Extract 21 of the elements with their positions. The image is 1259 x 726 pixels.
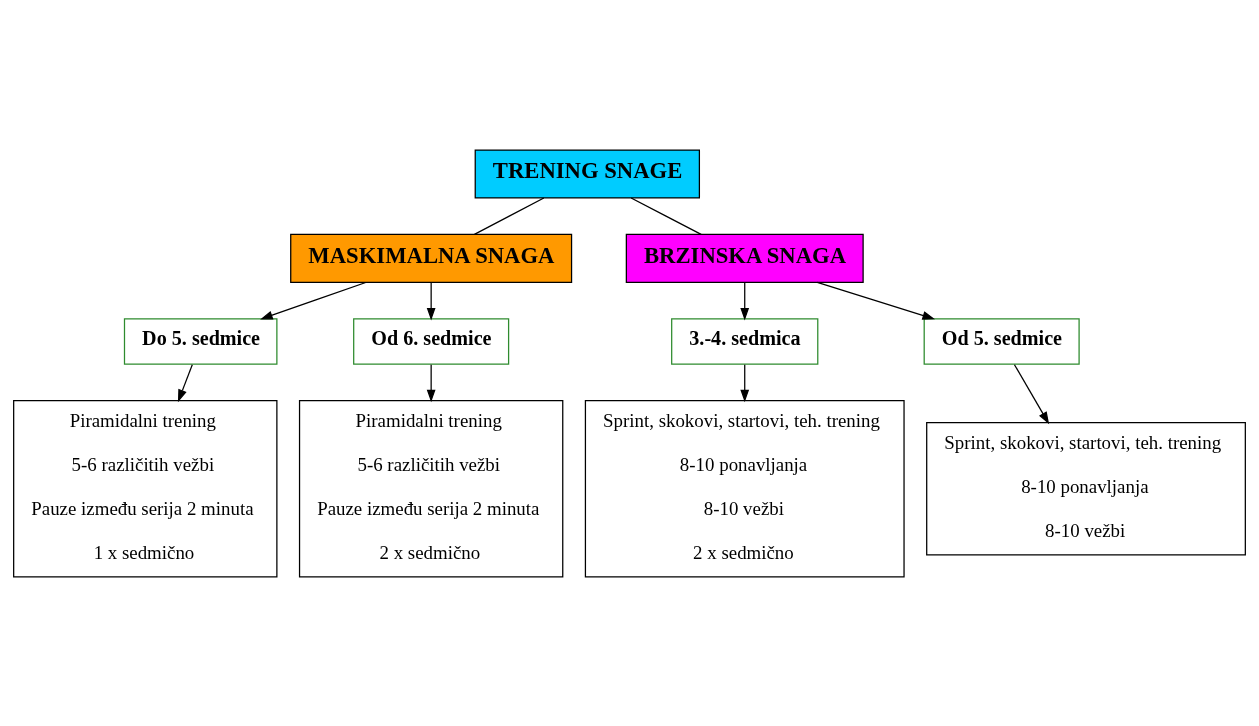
arrow [426, 363, 436, 402]
arrow [740, 363, 750, 402]
node-box: Piramidalni trening 5-6 različitih vežbi Pauze između serija 2 minuta 1 x sedmično [13, 399, 278, 578]
node-box: Sprint, skokovi, startovi, teh. trening 8-10 ponavljanja 8-10 vežbi 2 x sedmično [584, 399, 905, 578]
connector [473, 196, 545, 235]
arrow [740, 281, 750, 321]
connector [630, 196, 702, 235]
node-box: 3.-4. sedmica [671, 317, 819, 365]
node-box: Od 5. sedmice [923, 317, 1080, 365]
arrow [426, 281, 436, 321]
node-box: BRZINSKA SNAGA [625, 233, 864, 283]
node-box: Do 5. sedmice [123, 317, 278, 365]
arrow [1013, 363, 1050, 424]
arrow [260, 281, 367, 319]
node-box: Od 6. sedmice [353, 317, 510, 365]
node-box: Piramidalni trening 5-6 različitih vežbi Pauze između serija 2 minuta 2 x sedmično [298, 399, 564, 578]
arrow [177, 363, 193, 402]
arrow [816, 281, 936, 320]
node-box: Sprint, skokovi, startovi, teh. trening 8-10 ponavljanja 8-10 vežbi [926, 421, 1246, 556]
node-box: TRENING SNAGE [474, 148, 700, 198]
node-box: MASKIMALNA SNAGA [290, 233, 573, 283]
